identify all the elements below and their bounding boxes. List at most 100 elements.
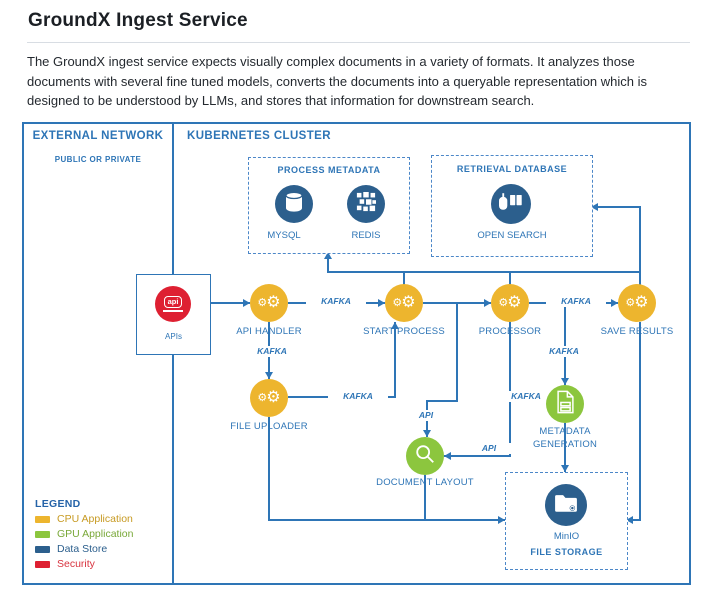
legend-swatch-cpu <box>35 515 50 523</box>
gears-icon: ⚙⚙ <box>257 389 281 406</box>
connector-line <box>444 455 511 457</box>
legend-label-datastore: Data Store <box>57 543 108 555</box>
redis-label: REDIS <box>351 230 381 241</box>
connector-line <box>424 475 426 521</box>
document-layout-node <box>406 437 444 475</box>
mysql-label: MYSQL <box>267 230 301 241</box>
edge-label-kafka: KAFKA <box>546 296 606 307</box>
arrowhead <box>484 299 491 307</box>
arrowhead <box>243 299 250 307</box>
external-network-title: EXTERNAL NETWORK <box>32 130 164 142</box>
file-uploader-node: ⚙⚙ <box>250 379 288 417</box>
legend-label-gpu: GPU Application <box>57 528 134 540</box>
connector-line <box>327 252 329 272</box>
arrowhead <box>265 372 273 379</box>
legend-label-cpu: CPU Application <box>57 513 133 525</box>
arrowhead <box>611 299 618 307</box>
retrieval-database-group: RETRIEVAL DATABASE OPEN SEARCH <box>431 155 593 257</box>
connector-line <box>268 417 270 521</box>
edge-label-kafka: KAFKA <box>496 391 556 402</box>
arrowhead <box>561 378 569 385</box>
connector-line <box>456 303 458 402</box>
metadata-generation-label-line1: METADATA <box>539 426 591 437</box>
minio-label: MinIO <box>553 531 580 542</box>
connector-line <box>639 207 641 285</box>
legend-item-gpu: GPU Application <box>35 529 133 539</box>
legend-item-datastore: Data Store <box>35 544 107 554</box>
arrowhead <box>378 299 385 307</box>
legend-item-security: Security <box>35 559 95 569</box>
connector-line <box>639 322 641 521</box>
open-search-node <box>491 184 531 224</box>
document-layout-label: DOCUMENT LAYOUT <box>376 477 474 488</box>
file-storage-group: MinIO FILE STORAGE <box>505 472 628 570</box>
legend-item-cpu: CPU Application <box>35 514 133 524</box>
redis-grid-icon <box>356 191 376 217</box>
open-search-label: OPEN SEARCH <box>477 230 547 241</box>
api-handler-label: API HANDLER <box>236 326 302 337</box>
arrowhead <box>561 465 569 472</box>
gears-icon: ⚙⚙ <box>498 294 522 311</box>
arrowhead <box>423 430 431 437</box>
open-search-icon <box>499 192 523 216</box>
connector-line <box>209 302 250 304</box>
edge-label-api: API <box>459 443 519 454</box>
save-results-label: SAVE RESULTS <box>600 326 674 337</box>
connector-line <box>509 271 511 285</box>
edge-label-kafka: KAFKA <box>328 391 388 402</box>
legend-title: LEGEND <box>35 498 81 510</box>
connector-line <box>426 400 458 402</box>
api-security-icon: api <box>155 286 191 322</box>
connector-line <box>268 519 505 521</box>
title-divider <box>27 42 690 43</box>
start-process-label: START PROCESS <box>363 326 445 337</box>
legend-swatch-gpu <box>35 530 50 538</box>
metadata-generation-label-line2: GENERATION <box>532 439 598 450</box>
external-network-subtitle: PUBLIC OR PRIVATE <box>54 155 142 164</box>
processor-label: PROCESSOR <box>478 326 542 337</box>
arrowhead <box>324 252 332 259</box>
edge-label-kafka: KAFKA <box>306 296 366 307</box>
api-chip-underline <box>163 310 183 312</box>
metadata-generation-label: METADATA GENERATION <box>505 425 625 451</box>
file-storage-title: FILE STORAGE <box>530 547 603 557</box>
apis-node: api APIs <box>136 274 211 355</box>
metadata-generation-node <box>546 385 584 423</box>
connector-line <box>564 423 566 472</box>
page-description: The GroundX ingest service expects visua… <box>27 54 648 108</box>
save-results-node: ⚙⚙ <box>618 284 656 322</box>
database-cylinder-icon <box>284 191 304 218</box>
apis-label: APIs <box>165 332 182 341</box>
api-chip-text: api <box>163 296 183 308</box>
document-lines-icon <box>555 390 576 419</box>
legend-swatch-datastore <box>35 545 50 553</box>
api-handler-node: ⚙⚙ <box>250 284 288 322</box>
minio-node <box>545 484 587 526</box>
connector-line <box>403 271 405 285</box>
architecture-diagram: EXTERNAL NETWORK PUBLIC OR PRIVATE KUBER… <box>22 122 691 585</box>
edge-label-kafka: KAFKA <box>242 346 302 357</box>
arrowhead <box>626 516 633 524</box>
connector-line <box>626 519 641 521</box>
redis-node <box>347 185 385 223</box>
arrowhead <box>591 203 598 211</box>
connector-line <box>327 271 641 273</box>
folder-icon <box>554 493 578 518</box>
file-uploader-label: FILE UPLOADER <box>230 421 308 432</box>
processor-node: ⚙⚙ <box>491 284 529 322</box>
arrowhead <box>391 322 399 329</box>
legend-swatch-security <box>35 560 50 568</box>
legend-label-security: Security <box>57 558 95 570</box>
connector-line <box>591 206 641 208</box>
gears-icon: ⚙⚙ <box>625 294 649 311</box>
connector-line <box>394 322 396 398</box>
edge-label-kafka: KAFKA <box>534 346 594 357</box>
connector-line <box>509 322 511 457</box>
arrowhead <box>498 516 505 524</box>
gears-icon: ⚙⚙ <box>257 294 281 311</box>
edge-label-api: API <box>396 410 456 421</box>
process-metadata-title: PROCESS METADATA <box>277 165 381 175</box>
kubernetes-cluster-title: KUBERNETES CLUSTER <box>187 130 331 142</box>
arrowhead <box>444 452 451 460</box>
